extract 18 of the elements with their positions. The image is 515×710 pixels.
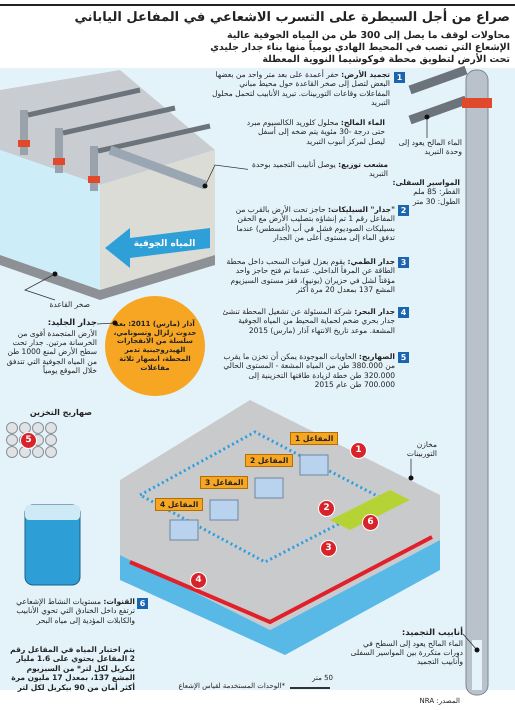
callout-number: 5: [398, 352, 409, 363]
callout-number: 2: [398, 205, 409, 216]
callout-number: 1: [394, 72, 405, 83]
callout-number: 4: [398, 307, 409, 318]
heading-text: جدار الجليد:: [46, 318, 97, 328]
heading-text: أنابيب التجميد:: [400, 628, 463, 639]
leader-line: [424, 114, 430, 138]
leader-line: [462, 634, 480, 652]
subtitle: محاولات لوقف ما يصل إلى 300 طن من المياه الجوفية عالية الإشعاع التي تصب في المحيط الهادي يومياً منها بناء جدار جليدي تحت الأرض لتطويق محطة فوكوشيما النووية المعطلة: [209, 30, 510, 66]
leader-line: [24, 272, 58, 300]
leader-line: [202, 164, 248, 188]
callout-number: 6: [137, 598, 148, 609]
heading-text: صهاريج التخزين: [28, 408, 92, 418]
leader-line: [96, 320, 118, 326]
callout-number: 3: [398, 257, 409, 268]
leader-line: [408, 458, 414, 480]
title: صراع من أجل السيطرة على التسرب الاشعاعي في المفاعل الياباني: [74, 10, 510, 26]
arrow-label: المياه الجوفية: [132, 239, 196, 250]
